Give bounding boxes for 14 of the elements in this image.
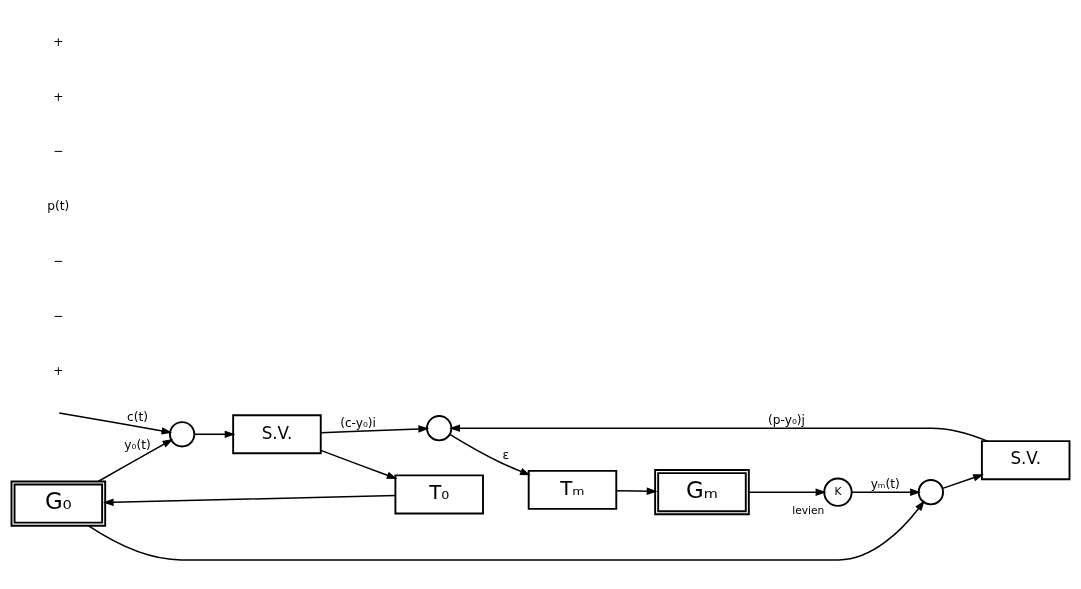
edge-label: yₘ(t) (870, 477, 900, 492)
edge-label: (p-y₀)j (768, 413, 805, 428)
edge-label: y₀(t) (124, 438, 151, 453)
label: − (53, 254, 64, 269)
label: − (53, 308, 64, 323)
edge-label: (c-y₀)i (340, 416, 376, 431)
label: + (53, 363, 64, 378)
label: + (53, 34, 64, 49)
node-label: levien (792, 504, 825, 518)
label: + (53, 89, 64, 104)
edge-label: ε (502, 448, 510, 463)
label: p(t) (47, 199, 70, 214)
label: − (53, 144, 64, 159)
edge-label: c(t) (127, 410, 149, 425)
